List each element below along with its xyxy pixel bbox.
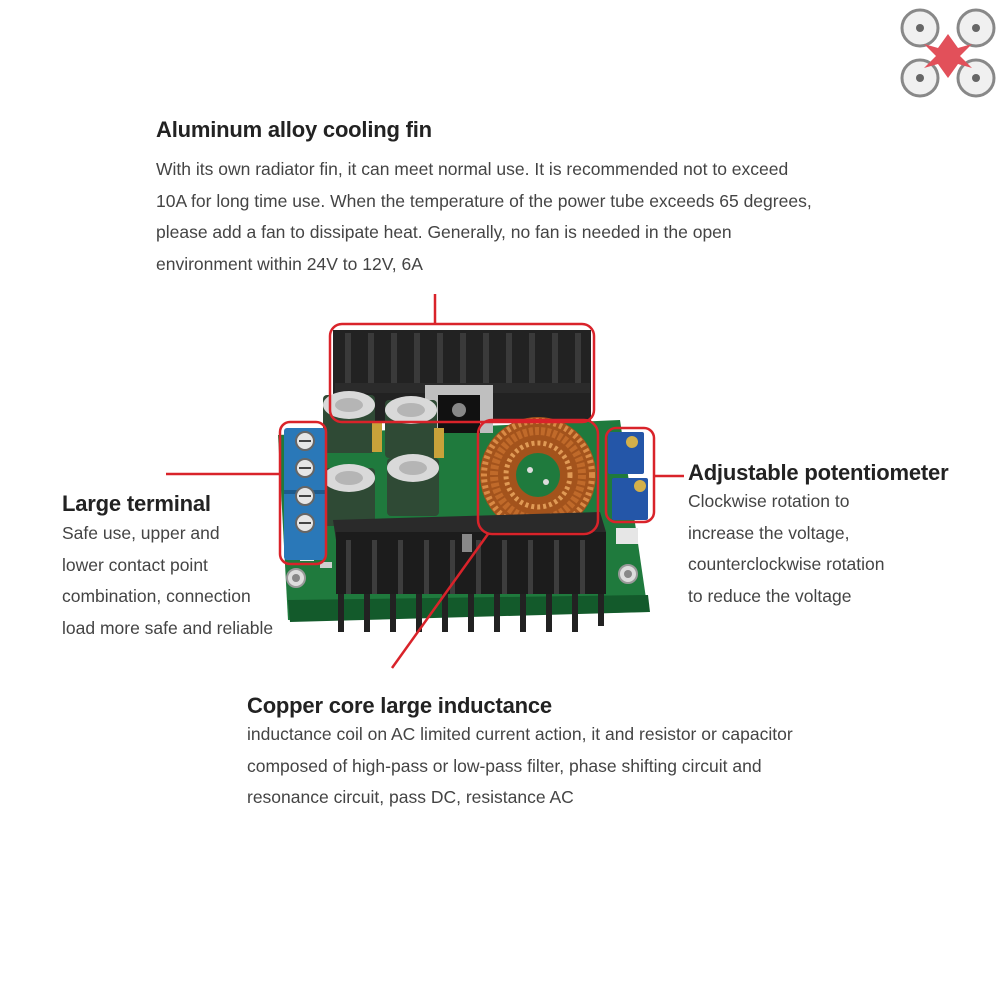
cooling-fin-highlight: [328, 322, 596, 424]
cooling-fin-description: With its own radiator fin, it can meet n…: [156, 154, 812, 280]
inductor-leader: [390, 533, 490, 669]
potentiometer-line-2: increase the voltage,: [688, 522, 850, 543]
cooling-fin-line-2: 10A for long time use. When the temperat…: [156, 190, 812, 211]
trimmer-potentiometers: [608, 432, 648, 544]
cooling-fin-line-1: With its own radiator fin, it can meet n…: [156, 159, 789, 179]
inductance-title: Copper core large inductance: [247, 693, 552, 718]
inductance-line-1: inductance coil on AC limited current ac…: [247, 724, 793, 744]
capacitors: [323, 391, 444, 526]
potentiometer-description: Clockwise rotation to increase the volta…: [688, 486, 884, 612]
callout-markers: [166, 294, 684, 669]
inductor-highlight: [476, 418, 600, 536]
terminal-line-4: load more safe and reliable: [62, 617, 274, 638]
brand-logo: [900, 8, 996, 98]
inductance-line-2: composed of high-pass or low-pass filter…: [247, 755, 762, 776]
copper-inductor: [480, 417, 596, 533]
terminal-block: [284, 428, 326, 560]
terminal-title: Large terminal: [62, 491, 211, 516]
potentiometer-line-4: to reduce the voltage: [688, 585, 852, 606]
inductance-line-3: resonance circuit, pass DC, resistance A…: [247, 787, 574, 807]
potentiometer-line-3: counterclockwise rotation: [688, 554, 885, 574]
potentiometer-title: Adjustable potentiometer: [688, 460, 949, 485]
cooling-fin-title: Aluminum alloy cooling fin: [156, 117, 432, 142]
terminal-line-3: combination, connection: [62, 586, 251, 606]
terminal-line-1: Safe use, upper and: [62, 523, 220, 543]
potentiometer-line-1: Clockwise rotation to: [688, 491, 850, 511]
cooling-fin-line-3: please add a fan to dissipate heat. Gene…: [156, 222, 732, 242]
inductance-description: inductance coil on AC limited current ac…: [247, 719, 793, 814]
terminal-description: Safe use, upper and lower contact point …: [62, 518, 273, 644]
terminal-line-2: lower contact point: [62, 554, 208, 575]
terminal-highlight: [278, 420, 328, 566]
cooling-fin-line-4: environment within 24V to 12V, 6A: [156, 253, 423, 274]
